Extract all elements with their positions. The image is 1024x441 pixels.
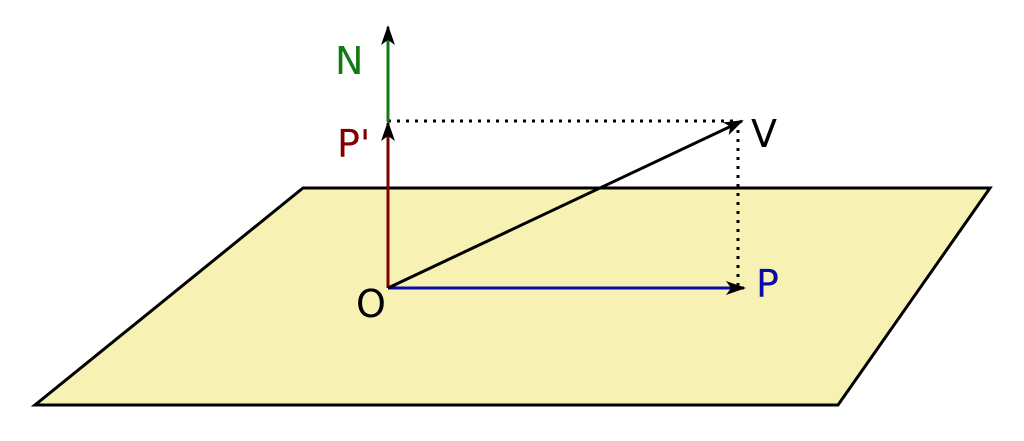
main-vector-v xyxy=(387,119,744,290)
plane-surface xyxy=(30,186,993,407)
label-o: O xyxy=(356,282,386,326)
label-p-prime: P' xyxy=(337,122,370,166)
label-v: V xyxy=(751,112,777,156)
label-n: N xyxy=(335,39,363,83)
label-p: P xyxy=(756,262,779,306)
